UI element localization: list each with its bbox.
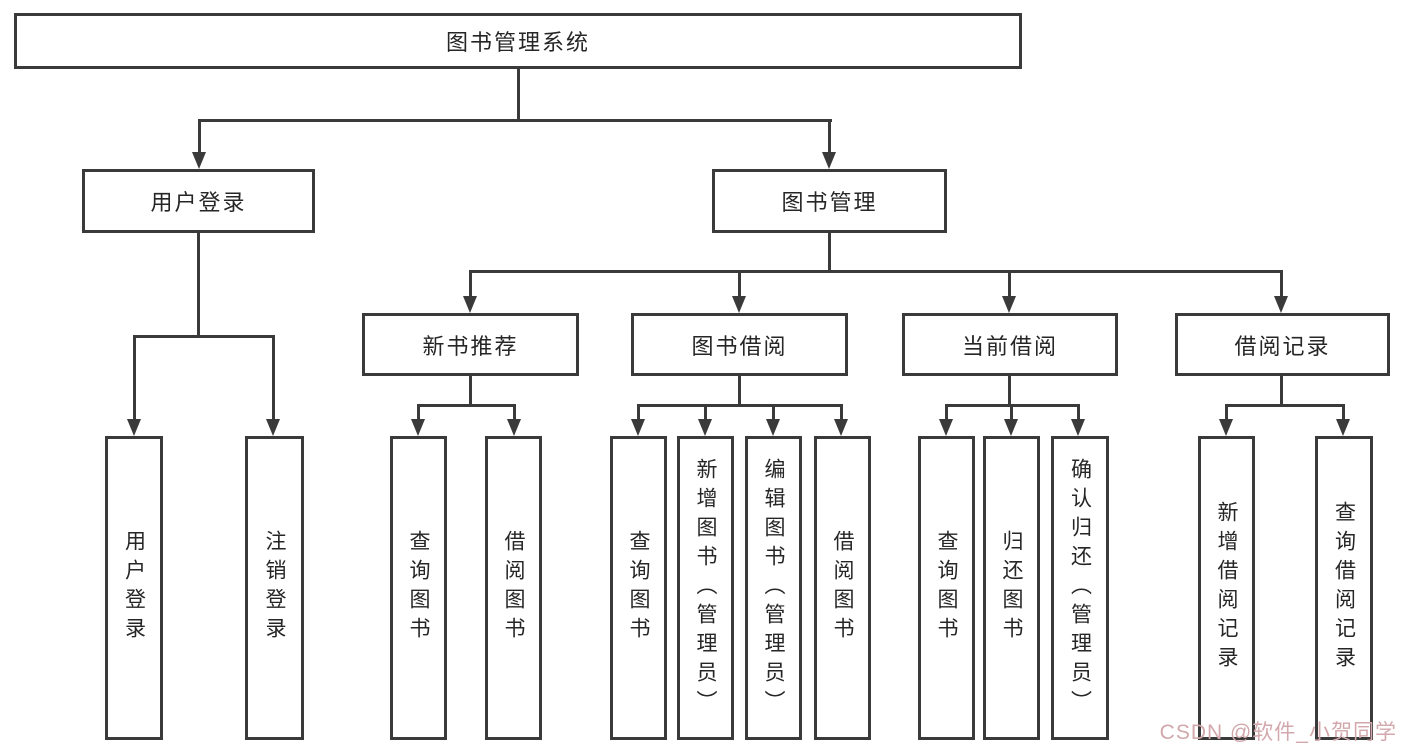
edge-book-borrow-rail: [637, 404, 843, 407]
edge-drop-leaf: [272, 335, 275, 421]
edge-book-management-stem: [828, 233, 831, 272]
leaf-add-borrow-record-label: 新增借阅记录: [1215, 501, 1238, 675]
leaf-query-borrow-record: 查询借阅记录: [1315, 436, 1373, 740]
node-borrow-records-label: 借阅记录: [1234, 333, 1331, 359]
leaf-confirm-return-admin: 确认归还（管理员）: [1051, 436, 1109, 740]
edge-borrow-records-rail: [1225, 404, 1344, 407]
leaf-logout-label: 注销登录: [263, 530, 286, 646]
node-borrow-records: 借阅记录: [1175, 313, 1390, 376]
edge-drop-leaf: [945, 404, 948, 421]
arrow-down-icon: [698, 419, 712, 436]
node-book-management-label: 图书管理: [781, 190, 878, 215]
arrow-down-icon: [463, 296, 477, 313]
leaf-user-login: 用户登录: [105, 436, 163, 740]
arrow-down-icon: [411, 419, 425, 436]
edge-user-login-rail: [133, 335, 275, 338]
leaf-query-books-3: 查询图书: [918, 436, 975, 740]
node-book-management: 图书管理: [712, 169, 947, 233]
arrow-down-icon: [192, 152, 206, 169]
edge-drop-leaf: [133, 335, 136, 421]
edge-drop-user-login: [198, 119, 201, 154]
node-book-borrow: 图书借阅: [631, 313, 848, 376]
edge-drop-leaf: [840, 404, 843, 421]
leaf-add-books-admin-label: 新增图书（管理员）: [694, 457, 717, 719]
edge-new-books-stem: [469, 376, 472, 406]
edge-drop-leaf: [1077, 404, 1080, 421]
edge-borrow-records-stem: [1280, 376, 1283, 406]
leaf-query-books-2-label: 查询图书: [627, 530, 650, 646]
arrow-down-icon: [732, 296, 746, 313]
node-book-borrow-label: 图书借阅: [691, 333, 788, 359]
leaf-confirm-return-admin-label: 确认归还（管理员）: [1068, 457, 1092, 719]
leaf-user-login-label: 用户登录: [122, 530, 146, 646]
leaf-borrow-books-2: 借阅图书: [814, 436, 871, 740]
arrow-down-icon: [939, 419, 953, 436]
edge-drop-borrow-records: [1280, 270, 1283, 298]
csdn-watermark: CSDN @软件_小贺同学: [1159, 721, 1397, 744]
edge-drop-leaf: [704, 404, 707, 421]
arrow-down-icon: [1071, 419, 1085, 436]
node-user-login: 用户登录: [82, 169, 315, 233]
leaf-return-books-label: 归还图书: [1000, 530, 1023, 646]
node-new-book-recommend: 新书推荐: [362, 313, 579, 376]
arrow-down-icon: [1219, 419, 1233, 436]
edge-drop-leaf: [637, 404, 640, 421]
node-current-borrow-label: 当前借阅: [961, 333, 1058, 359]
edge-drop-leaf: [1225, 404, 1228, 421]
leaf-edit-books-admin-label: 编辑图书（管理员）: [762, 457, 785, 719]
leaf-borrow-books-1: 借阅图书: [485, 436, 542, 740]
arrow-down-icon: [507, 419, 521, 436]
edge-drop-leaf: [772, 404, 775, 421]
edge-book-management-rail: [469, 270, 1283, 273]
edge-drop-new-books: [469, 270, 472, 298]
edge-drop-leaf: [1342, 404, 1345, 421]
arrow-down-icon: [766, 419, 780, 436]
edge-drop-leaf: [513, 404, 516, 421]
node-root: 图书管理系统: [14, 13, 1022, 69]
edge-book-borrow-stem: [738, 376, 741, 406]
leaf-query-books-2: 查询图书: [610, 436, 667, 740]
leaf-query-books-1: 查询图书: [390, 436, 447, 740]
leaf-query-books-1-label: 查询图书: [407, 530, 430, 646]
node-root-label: 图书管理系统: [445, 30, 590, 55]
edge-root-rail: [198, 119, 832, 122]
arrow-down-icon: [266, 419, 280, 436]
edge-new-books-rail: [417, 404, 516, 407]
leaf-return-books: 归还图书: [983, 436, 1040, 740]
edge-current-borrow-stem: [1008, 376, 1011, 406]
edge-drop-current-borrow: [1008, 270, 1011, 298]
arrow-down-icon: [631, 419, 645, 436]
leaf-logout: 注销登录: [245, 436, 304, 740]
arrow-down-icon: [1336, 419, 1350, 436]
leaf-add-borrow-record: 新增借阅记录: [1198, 436, 1255, 740]
leaf-borrow-books-1-label: 借阅图书: [502, 530, 525, 646]
leaf-add-books-admin: 新增图书（管理员）: [677, 436, 734, 740]
edge-drop-leaf: [417, 404, 420, 421]
arrow-down-icon: [127, 419, 141, 436]
node-current-borrow: 当前借阅: [902, 313, 1118, 376]
leaf-edit-books-admin: 编辑图书（管理员）: [745, 436, 802, 740]
leaf-borrow-books-2-label: 借阅图书: [831, 530, 854, 646]
leaf-query-books-3-label: 查询图书: [935, 530, 958, 646]
node-new-book-recommend-label: 新书推荐: [422, 333, 519, 359]
node-user-login-label: 用户登录: [150, 190, 247, 215]
leaf-query-borrow-record-label: 查询借阅记录: [1332, 501, 1356, 675]
arrow-down-icon: [834, 419, 848, 436]
edge-drop-book-management: [828, 119, 831, 154]
edge-root-stem: [517, 69, 520, 121]
edge-drop-book-borrow: [738, 270, 741, 298]
arrow-down-icon: [1004, 419, 1018, 436]
edge-user-login-stem: [197, 233, 200, 338]
arrow-down-icon: [1274, 296, 1288, 313]
arrow-down-icon: [822, 152, 836, 169]
edge-drop-leaf: [1010, 404, 1013, 421]
arrow-down-icon: [1002, 296, 1016, 313]
